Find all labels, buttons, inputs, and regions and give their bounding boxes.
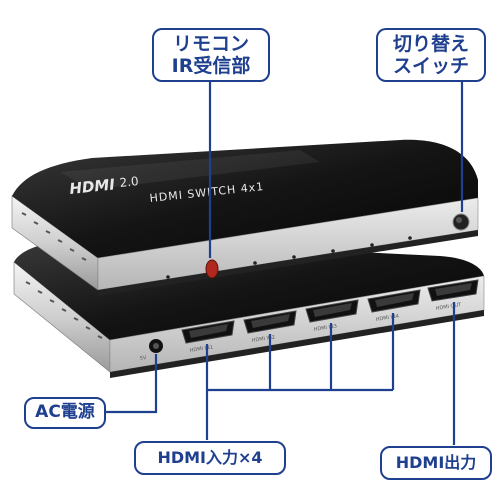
upper-device (11, 139, 479, 296)
hdmi-output-label: HDMI OUT (435, 302, 462, 312)
hdmi-output-port (427, 279, 479, 302)
hdmi-input-label-2: HDMI IN2 (251, 334, 275, 344)
power-port-label: 5V (139, 355, 147, 362)
hdmi-input-port-1 (181, 320, 235, 344)
callout-ir-receiver-line1: リモコン (172, 33, 249, 55)
hdmi-input-label-3: HDMI IN3 (313, 323, 337, 333)
callout-hdmi-input: HDMI入力×4 (134, 441, 286, 475)
hdmi-input-port-3 (305, 299, 359, 323)
hdmi-input-port-2 (243, 310, 297, 334)
callout-ac-power: AC電源 (24, 397, 106, 429)
callout-switch: 切り替え スイッチ (376, 28, 486, 82)
hdmi-version: 2.0 (119, 174, 139, 190)
hdmi-logo: HDMI (69, 175, 117, 198)
ir-receiver (205, 259, 219, 279)
power-port (149, 339, 163, 353)
hdmi-input-label-4: HDMI IN4 (375, 313, 399, 323)
callout-ir-receiver: リモコン IR受信部 (152, 28, 270, 82)
hdmi-input-label-1: HDMI IN1 (189, 344, 213, 354)
led-indicators (166, 236, 412, 279)
callout-ir-receiver-line2: IR受信部 (171, 54, 251, 77)
callout-hdmi-input-label: HDMI入力×4 (157, 448, 263, 467)
callout-hdmi-output-label: HDMI出力 (395, 453, 477, 472)
callout-hdmi-output: HDMI出力 (380, 446, 492, 480)
hdmi-input-port-4 (367, 289, 421, 313)
callout-switch-line2: スイッチ (392, 54, 469, 77)
switch-button (452, 213, 470, 231)
leader-lines (104, 80, 464, 445)
callout-switch-line1: 切り替え (392, 33, 469, 55)
callout-ac-power-label: AC電源 (35, 402, 95, 422)
